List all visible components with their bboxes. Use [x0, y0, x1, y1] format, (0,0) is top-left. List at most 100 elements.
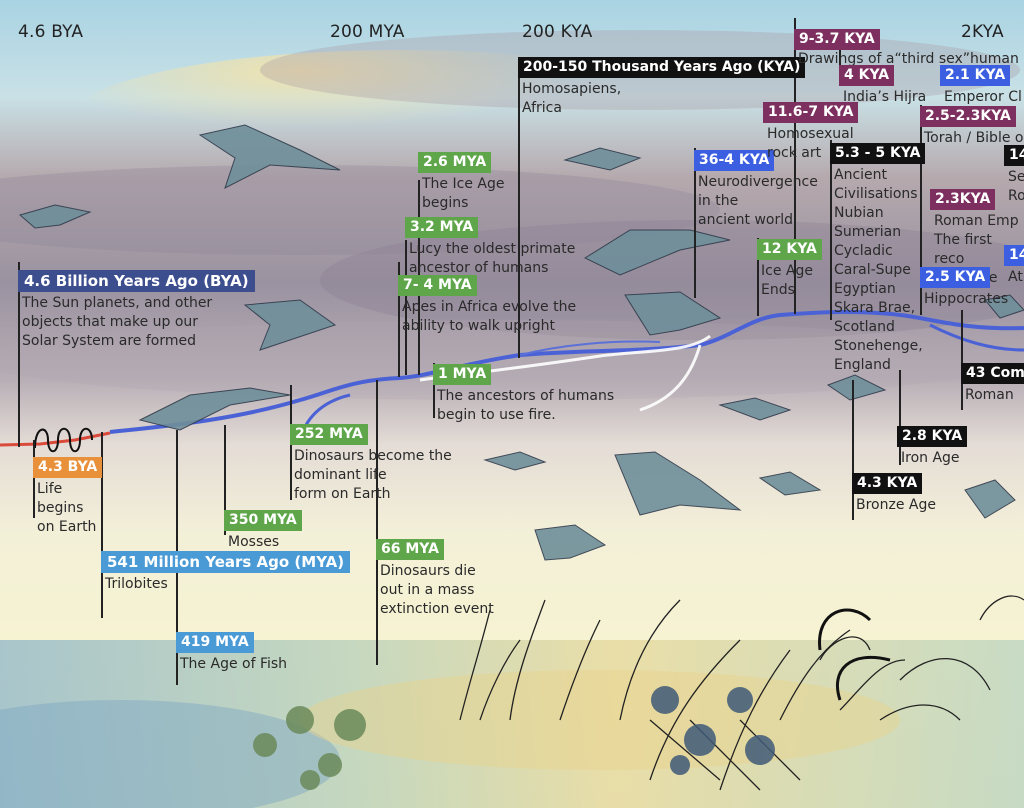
event-date-tag: 419 MYA	[176, 632, 254, 653]
event-3-2-mya: 3.2 MYA Lucy the oldest primate ancestor…	[405, 216, 575, 278]
event-2-6-mya: 2.6 MYA The Ice Age begins	[418, 151, 504, 213]
event-description: Se Ro	[1008, 169, 1024, 204]
event-200-150-kya: 200-150 Thousand Years Ago (KYA) Homosap…	[518, 56, 806, 118]
event-description: Bronze Age	[856, 497, 936, 513]
event-date-tag: 541 Million Years Ago (MYA)	[101, 551, 351, 573]
leader-line	[398, 262, 400, 377]
leader-line	[830, 140, 832, 320]
leader-line	[899, 370, 901, 465]
era-label-4-6-bya: 4.6 BYA	[18, 22, 84, 42]
event-description: Dinosaurs die out in a mass extinction e…	[380, 563, 494, 617]
event-2-5-kya: 2.5 KYA Hippocrates	[920, 266, 1008, 309]
event-date-tag: 14	[1004, 245, 1024, 266]
event-1-mya: 1 MYA The ancestors of humans begin to u…	[433, 363, 614, 425]
event-date-tag: 1 MYA	[433, 364, 492, 385]
event-date-tag: 2.6 MYA	[418, 152, 492, 173]
leader-line	[839, 50, 841, 65]
event-date-tag: 36-4 KYA	[694, 150, 775, 171]
event-description: Ice Age Ends	[761, 263, 813, 298]
leader-line	[433, 363, 435, 418]
event-2-8-kya: 2.8 KYA Iron Age	[897, 425, 968, 468]
event-5-3-5-kya: 5.3 - 5 KYA Ancient Civilisations Nubian…	[830, 142, 926, 375]
era-label-200-kya: 200 KYA	[522, 22, 593, 42]
leader-line	[920, 105, 922, 315]
event-66-mya: 66 MYA Dinosaurs die out in a mass extin…	[376, 538, 494, 619]
event-date-tag: 4.6 Billion Years Ago (BYA)	[18, 270, 255, 292]
event-date-tag: 14	[1004, 145, 1024, 166]
event-description: Homosexual rock art	[767, 126, 854, 161]
leader-line	[376, 380, 378, 665]
leader-line	[224, 425, 226, 535]
leader-line	[405, 240, 407, 375]
event-9-3-7-kya: 9-3.7 KYA Drawings of a“third sex”human	[794, 28, 1019, 69]
event-description: Neurodivergence in the ancient world	[698, 174, 818, 228]
event-11-6-7-kya: 11.6-7 KYA Homosexual rock art	[763, 101, 859, 163]
event-description: Drawings of a“third sex”human	[798, 51, 1019, 67]
event-date-tag: 4.3 KYA	[852, 473, 923, 494]
era-label-2kya: 2KYA	[961, 22, 1004, 42]
event-4-3-kya: 4.3 KYA Bronze Age	[852, 472, 936, 515]
event-date-tag: 252 MYA	[290, 424, 368, 445]
event-date-tag: 2.3KYA	[930, 189, 996, 210]
event-419-mya: 419 MYA The Age of Fish	[176, 631, 287, 674]
event-description: The ancestors of humans begin to use fir…	[437, 388, 615, 423]
event-description: The Ice Age begins	[422, 176, 505, 211]
event-7-4-mya: 7- 4 MYA Apes in Africa evolve the abili…	[398, 274, 576, 336]
event-12-kya: 12 KYA Ice Age Ends	[757, 238, 822, 300]
leader-line	[518, 58, 520, 358]
leader-line	[101, 432, 103, 618]
event-4-kya: 4 KYA India’s Hijra	[839, 64, 926, 107]
leader-line	[757, 238, 759, 316]
event-description: Hippocrates	[924, 291, 1009, 307]
event-14-a: 14 Se Ro	[1004, 144, 1024, 206]
leader-line	[961, 310, 963, 410]
event-36-4-kya: 36-4 KYA Neurodivergence in the ancient …	[694, 149, 818, 230]
event-description: Life begins on Earth	[37, 481, 97, 535]
event-date-tag: 2.5 KYA	[920, 267, 991, 288]
event-description: At	[1008, 269, 1023, 285]
event-date-tag: 43 Com	[961, 363, 1024, 384]
event-description: The Age of Fish	[180, 656, 288, 672]
era-label-200-mya: 200 MYA	[330, 22, 405, 42]
event-description: Ancient Civilisations Nubian Sumerian Cy…	[834, 167, 923, 373]
event-description: Trilobites	[105, 576, 168, 592]
event-541-mya: 541 Million Years Ago (MYA) Trilobites	[101, 551, 351, 594]
event-350-mya: 350 MYA Mosses	[224, 509, 302, 552]
event-date-tag: 12 KYA	[757, 239, 822, 260]
event-date-tag: 2.5-2.3KYA	[920, 106, 1016, 127]
leader-line	[694, 148, 696, 298]
event-date-tag: 3.2 MYA	[405, 217, 479, 238]
event-description: The Sun planets, and other objects that …	[22, 295, 213, 349]
leader-line	[18, 262, 20, 447]
event-description: Lucy the oldest primate ancestor of huma…	[409, 241, 576, 276]
event-4-3-bya: 4.3 BYA Life begins on Earth	[33, 456, 103, 537]
event-2-1-kya: 2.1 KYA Emperor Cl	[940, 64, 1022, 107]
event-43-ce: 43 Com Roman	[961, 362, 1024, 405]
event-description: Iron Age	[901, 450, 960, 466]
event-4-6-bya: 4.6 Billion Years Ago (BYA) The Sun plan…	[18, 270, 255, 351]
leader-line	[33, 440, 35, 518]
event-date-tag: 11.6-7 KYA	[763, 102, 859, 123]
event-date-tag: 5.3 - 5 KYA	[830, 143, 926, 164]
event-description: Torah / Bible o	[924, 130, 1024, 146]
event-14-b: 14 At	[1004, 244, 1024, 287]
event-date-tag: 66 MYA	[376, 539, 444, 560]
event-description: Mosses	[228, 534, 280, 550]
event-date-tag: 4.3 BYA	[33, 457, 103, 478]
event-description: Emperor Cl	[944, 89, 1022, 105]
event-date-tag: 200-150 Thousand Years Ago (KYA)	[518, 57, 806, 78]
leader-line	[852, 380, 854, 520]
event-description: Homosapiens, Africa	[522, 81, 622, 116]
event-252-mya: 252 MYA Dinosaurs become the dominant li…	[290, 423, 452, 504]
leader-line	[794, 18, 796, 314]
event-description: Dinosaurs become the dominant life form …	[294, 448, 452, 502]
event-description: Apes in Africa evolve the ability to wal…	[402, 299, 577, 334]
event-2-5-2-3-kya: 2.5-2.3KYA Torah / Bible o	[920, 105, 1023, 148]
event-date-tag: 350 MYA	[224, 510, 302, 531]
event-date-tag: 2.8 KYA	[897, 426, 968, 447]
event-date-tag: 2.1 KYA	[940, 65, 1011, 86]
event-date-tag: 9-3.7 KYA	[794, 29, 880, 50]
event-date-tag: 7- 4 MYA	[398, 275, 477, 296]
event-description: Roman	[965, 387, 1014, 403]
